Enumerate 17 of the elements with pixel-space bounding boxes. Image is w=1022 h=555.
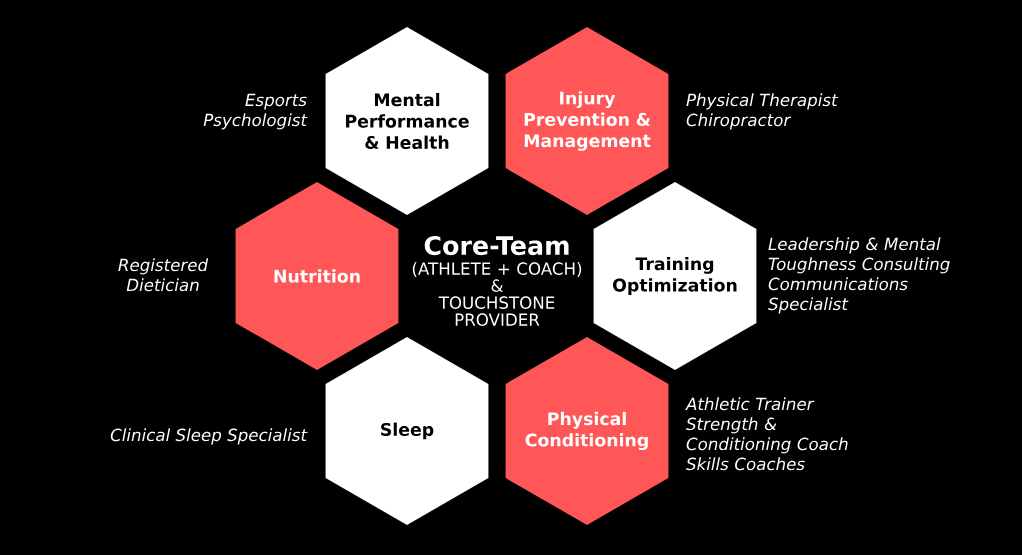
center-text: Core-Team (ATHLETE + COACH) & TOUCHSTONE PROVIDER [412, 236, 582, 326]
role-text: Esports Psychologist [203, 93, 308, 130]
hexagon: Physical Conditioning [505, 337, 669, 525]
role-text: Physical Therapist [686, 93, 839, 110]
role-text: Leadership & Mental Toughness Consulting [768, 237, 950, 274]
role-text: Athletic Trainer [685, 397, 815, 411]
hexagon: Training Optimization [593, 182, 757, 370]
role-text: Communications Specialist [768, 277, 908, 314]
role-text: Chiropractor [686, 113, 792, 130]
role-text: Skills Coaches [686, 457, 805, 471]
hexagon: Nutrition [235, 182, 399, 370]
role-text: Registered Dietician [118, 258, 209, 292]
hexagon: Sleep [325, 337, 489, 525]
hexagon: Injury Prevention & Management [505, 27, 669, 215]
hexagon: Mental Performance & Health [325, 27, 489, 215]
role-text: Clinical Sleep Specialist [110, 428, 308, 445]
role-text: Strength & Conditioning Coach [686, 417, 848, 454]
